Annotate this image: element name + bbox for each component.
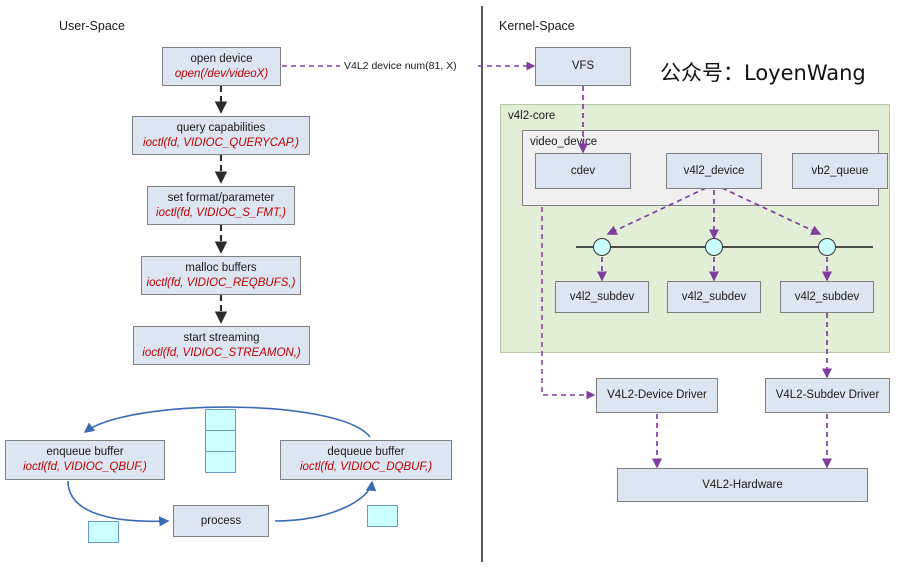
buffer-cell-stack-3 <box>205 451 236 473</box>
node-cdev[interactable]: cdev <box>535 153 631 189</box>
node-enqueue-buffer-code: ioctl(fd, VIDIOC_QBUF,) <box>23 461 147 473</box>
node-process-title: process <box>200 514 242 527</box>
node-open-device[interactable]: open device open(/dev/videoX) <box>162 47 281 86</box>
buffer-cell-right <box>367 505 398 527</box>
node-vb2-queue-label: vb2_queue <box>811 164 869 177</box>
node-enqueue-buffer[interactable]: enqueue buffer ioctl(fd, VIDIOC_QBUF,) <box>5 440 165 480</box>
node-vfs[interactable]: VFS <box>535 47 631 86</box>
node-v4l2-hardware-label: V4L2-Hardware <box>702 478 783 491</box>
node-set-format-parameter[interactable]: set format/parameter ioctl(fd, VIDIOC_S_… <box>147 186 295 225</box>
node-malloc-buffers[interactable]: malloc buffers ioctl(fd, VIDIOC_REQBUFS,… <box>141 256 301 295</box>
node-start-streaming-code: ioctl(fd, VIDIOC_STREAMON,) <box>142 346 301 359</box>
node-v4l2-subdev-2-label: v4l2_subdev <box>681 290 747 303</box>
node-v4l2-hardware[interactable]: V4L2-Hardware <box>617 468 868 502</box>
buffer-cell-left <box>88 521 119 543</box>
node-start-streaming-title: start streaming <box>183 331 260 344</box>
node-start-streaming[interactable]: start streaming ioctl(fd, VIDIOC_STREAMO… <box>133 326 310 365</box>
node-query-capabilities[interactable]: query capabilities ioctl(fd, VIDIOC_QUER… <box>132 116 310 155</box>
node-dequeue-buffer-code: ioctl(fd, VIDIOC_DQBUF,) <box>299 461 433 473</box>
user-space-title: User-Space <box>59 19 125 33</box>
buffer-cell-stack-2 <box>205 430 236 452</box>
node-dequeue-buffer-title: dequeue buffer <box>327 446 405 459</box>
node-set-format-parameter-code: ioctl(fd, VIDIOC_S_FMT,) <box>156 206 286 219</box>
node-v4l2-subdev-1[interactable]: v4l2_subdev <box>555 281 649 313</box>
node-set-format-parameter-title: set format/parameter <box>167 191 275 204</box>
node-v4l2-device-driver[interactable]: V4L2-Device Driver <box>596 378 718 413</box>
node-v4l2-subdev-driver[interactable]: V4L2-Subdev Driver <box>765 378 890 413</box>
kernel-space-title: Kernel-Space <box>499 19 575 33</box>
media-link-circle-1[interactable] <box>593 238 611 256</box>
node-open-device-code: open(/dev/videoX) <box>174 67 269 80</box>
video-device-group-title: video_device <box>530 136 598 148</box>
node-query-capabilities-title: query capabilities <box>176 121 266 134</box>
node-v4l2-subdev-3[interactable]: v4l2_subdev <box>780 281 874 313</box>
node-open-device-title: open device <box>190 52 253 65</box>
watermark-text: 公众号：LoyenWang <box>660 61 866 85</box>
media-link-circle-2[interactable] <box>705 238 723 256</box>
buffer-cell-stack-1 <box>205 409 236 431</box>
node-query-capabilities-code: ioctl(fd, VIDIOC_QUERYCAP,) <box>143 136 299 149</box>
device-num-edge-label: V4L2 device num(81, X) <box>343 60 458 72</box>
node-v4l2-subdev-2[interactable]: v4l2_subdev <box>667 281 761 313</box>
node-dequeue-buffer[interactable]: dequeue buffer ioctl(fd, VIDIOC_DQBUF,) <box>280 440 452 480</box>
node-v4l2-subdev-driver-label: V4L2-Subdev Driver <box>775 389 880 402</box>
node-v4l2-device[interactable]: v4l2_device <box>666 153 762 189</box>
node-v4l2-device-driver-label: V4L2-Device Driver <box>607 389 707 402</box>
node-malloc-buffers-title: malloc buffers <box>185 261 257 274</box>
media-link-circle-3[interactable] <box>818 238 836 256</box>
node-v4l2-subdev-1-label: v4l2_subdev <box>569 290 635 303</box>
node-enqueue-buffer-title: enqueue buffer <box>46 446 124 459</box>
node-vb2-queue[interactable]: vb2_queue <box>792 153 888 189</box>
node-v4l2-subdev-3-label: v4l2_subdev <box>794 290 860 303</box>
space-divider <box>481 6 483 562</box>
node-vfs-label: VFS <box>571 60 595 73</box>
v4l2-core-group-title: v4l2-core <box>508 110 556 122</box>
node-process[interactable]: process <box>173 505 269 537</box>
node-cdev-label: cdev <box>570 164 596 177</box>
node-v4l2-device-label: v4l2_device <box>683 164 745 177</box>
node-malloc-buffers-code: ioctl(fd, VIDIOC_REQBUFS,) <box>146 276 296 289</box>
